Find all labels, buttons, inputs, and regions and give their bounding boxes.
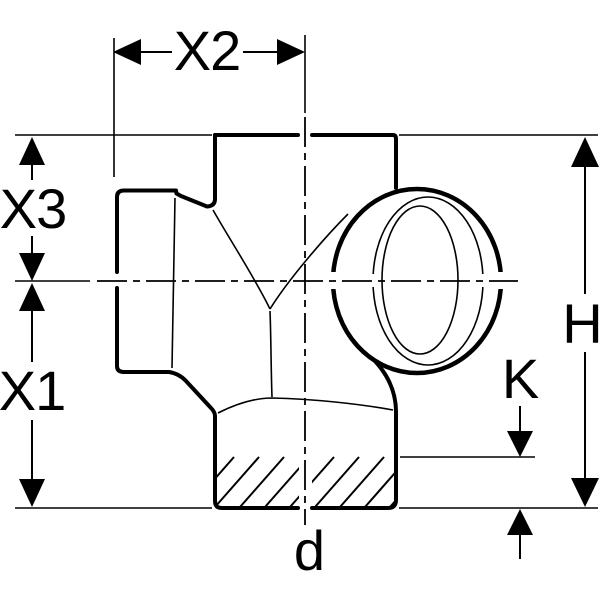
h-arrow-down xyxy=(571,478,599,507)
intersection-curves xyxy=(171,197,394,414)
left-socket-body-intersection xyxy=(212,209,271,310)
k-arrow-up xyxy=(507,509,533,535)
left-socket-depth-line xyxy=(171,197,176,369)
x1-arrow-down xyxy=(19,479,45,507)
dimension-x2 xyxy=(113,35,306,177)
dimension-h xyxy=(571,137,599,507)
x3-arrow-up xyxy=(19,137,45,165)
x1-arrow-up xyxy=(19,283,45,311)
left-socket-lower-outline xyxy=(115,286,300,510)
x2-arrow-left xyxy=(113,39,141,65)
k-arrow-down xyxy=(507,431,533,457)
fitting-outline xyxy=(115,133,398,510)
front-socket-body-intersection xyxy=(269,213,349,310)
x3-label: X3 xyxy=(0,177,66,240)
dimension-labels: X2 X3 X1 H K d xyxy=(0,19,600,582)
x2-arrow-right xyxy=(277,39,305,65)
left-socket-upper-outline xyxy=(115,133,217,274)
dimension-x3 xyxy=(19,137,45,281)
h-label: H xyxy=(562,292,600,355)
dimension-k xyxy=(400,406,535,559)
bottom-socket-right-edge xyxy=(310,410,398,510)
h-arrow-up xyxy=(571,137,599,167)
x1-label: X1 xyxy=(0,359,65,422)
d-label: d xyxy=(294,519,324,582)
top-branch-edge-right-seg xyxy=(310,133,398,190)
x2-label: X2 xyxy=(174,19,241,82)
k-label: K xyxy=(502,347,539,410)
x3-arrow-down xyxy=(19,253,45,281)
centerlines xyxy=(97,117,518,525)
lower-intersection-curve xyxy=(217,397,394,414)
dimension-x1 xyxy=(15,280,90,507)
body-crease-line xyxy=(269,310,273,398)
dimensions xyxy=(15,35,599,559)
socket-bore xyxy=(381,205,459,355)
